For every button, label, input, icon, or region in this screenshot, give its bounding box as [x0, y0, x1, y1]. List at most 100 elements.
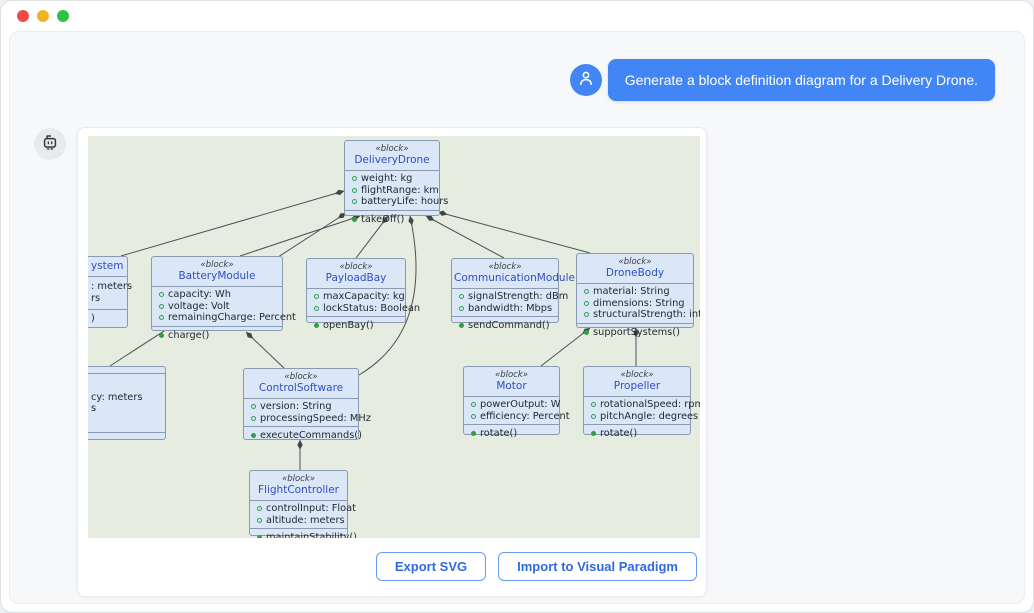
user-message-row: Generate a block definition diagram for … [569, 59, 995, 101]
block-communication-module: «block»CommunicationModule signalStrength… [451, 258, 575, 331]
connection-delivery-drone-partial-block-top [120, 189, 345, 257]
block-stereotype: «block» [339, 262, 373, 272]
attribute-icon [257, 517, 262, 523]
block-name: DeliveryDrone [354, 154, 430, 166]
block-stereotype: «block» [281, 474, 316, 484]
user-avatar [569, 64, 602, 96]
block-attribute: efficiency: Percent [464, 411, 570, 423]
block-operation: takeOff() [345, 214, 439, 226]
block-attribute: signalStrength: dBm [452, 291, 568, 303]
operation-icon [591, 431, 596, 437]
close-window-button[interactable] [17, 10, 29, 22]
attribute-icon [159, 315, 164, 321]
attribute-icon [257, 506, 262, 512]
block-attribute: processingSpeed: MHz [244, 413, 371, 425]
block-name: FlightController [258, 484, 339, 496]
block-operation: maintainStability() [250, 532, 357, 538]
attribute-icon [471, 413, 476, 419]
block-attribute: pitchAngle: degrees [584, 411, 698, 423]
attribute-icon [459, 294, 464, 300]
operation-icon [584, 329, 589, 335]
block-operation: openBay() [307, 320, 405, 332]
connection-delivery-drone-drone-body [437, 210, 591, 254]
block-name: CommunicationModule [454, 272, 575, 284]
block-attribute: weight: kg [345, 173, 439, 185]
block-stereotype: «block» [284, 372, 318, 382]
robot-icon [40, 132, 60, 157]
connection-delivery-drone-battery-module [239, 214, 361, 257]
connection-delivery-drone-payload-bay [355, 215, 389, 259]
block-stereotype: «block» [200, 260, 234, 270]
operation-icon [257, 535, 262, 538]
attribute-icon [352, 187, 357, 193]
block-attribute: altitude: meters [250, 515, 347, 527]
attribute-icon [314, 305, 319, 311]
block-attribute: flightRange: km [345, 185, 439, 197]
connection-drone-body-motor [540, 327, 591, 367]
block-name: Propeller [613, 380, 661, 392]
block-attribute: version: String [244, 401, 358, 413]
attribute-icon [159, 292, 164, 298]
diagram-actions: Export SVG Import to Visual Paradigm [375, 552, 697, 581]
block-name: DroneBody [605, 267, 665, 279]
operation-icon [314, 323, 319, 329]
block-operation: sendCommand() [452, 320, 558, 332]
block-operation: ) [91, 312, 95, 324]
block-attribute: capacity: Wh [152, 289, 282, 301]
block-operation: rotate() [584, 428, 690, 440]
block-operation: executeCommands() [244, 430, 362, 442]
block-attribute: structuralStrength: int [577, 309, 700, 321]
block-attribute: bandwidth: Mbps [452, 303, 558, 315]
import-visual-paradigm-button[interactable]: Import to Visual Paradigm [498, 552, 697, 581]
block-attribute: maxCapacity: kg [307, 291, 405, 303]
minimize-window-button[interactable] [37, 10, 49, 22]
block-attribute: controlInput: Float [250, 503, 356, 515]
block-stereotype: «block» [618, 257, 652, 267]
export-svg-button[interactable]: Export SVG [375, 552, 487, 581]
operation-icon [159, 332, 164, 338]
zoom-window-button[interactable] [57, 10, 69, 22]
window-titlebar [1, 1, 1033, 31]
block-name: ControlSoftware [258, 382, 344, 394]
block-attribute: batteryLife: hours [345, 196, 448, 208]
connection-battery-module-control-software [245, 331, 285, 369]
block-flight-controller: «block»FlightController controlInput: Flo… [249, 470, 357, 538]
attribute-icon [459, 305, 464, 311]
connection-delivery-drone-control-software [358, 215, 417, 376]
block-stereotype: «block» [494, 370, 529, 380]
block-attribute: : meters [91, 281, 132, 293]
block-stereotype: «block» [620, 370, 654, 380]
block-operation: charge() [152, 330, 282, 342]
block-attribute: cy: meters [91, 391, 143, 403]
block-stereotype: «block» [375, 144, 409, 154]
chat-panel: Generate a block definition diagram for … [9, 31, 1025, 604]
attribute-icon [591, 402, 596, 408]
block-attribute: rs [91, 292, 101, 304]
operation-icon [471, 431, 476, 437]
attribute-icon [251, 415, 256, 421]
block-attribute: lockStatus: Boolean [307, 303, 420, 315]
block-attribute: material: String [577, 286, 693, 298]
operation-icon [251, 433, 256, 439]
user-icon [576, 68, 596, 93]
attribute-icon [314, 294, 319, 300]
block-name: ystem [91, 260, 124, 272]
block-operation: supportSystems() [577, 327, 693, 339]
block-attribute: s [91, 403, 97, 414]
block-attribute: rotationalSpeed: rpm [584, 399, 700, 411]
block-attribute: voltage: Volt [152, 301, 282, 313]
block-stereotype: «block» [488, 262, 522, 272]
attribute-icon [591, 413, 596, 419]
block-attribute: dimensions: String [577, 298, 693, 310]
attribute-icon [352, 176, 357, 182]
operation-icon [459, 323, 464, 329]
